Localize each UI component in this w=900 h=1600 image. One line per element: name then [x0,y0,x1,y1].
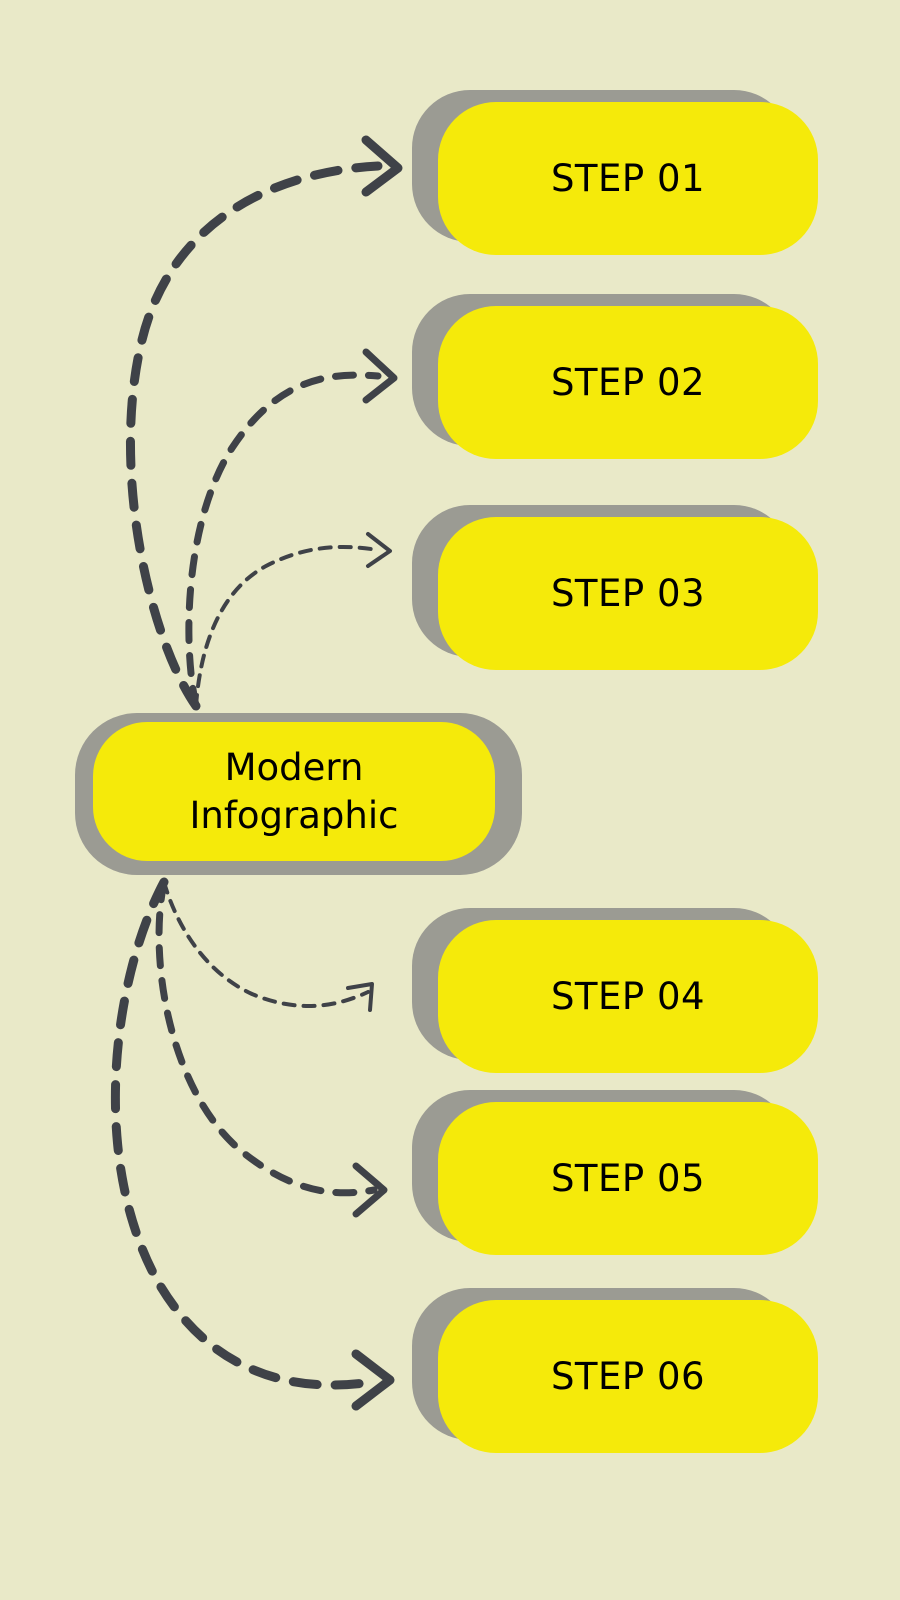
step-card-body[interactable]: STEP 05 [438,1102,818,1255]
center-node-label: Modern Infographic [189,746,399,837]
step-card-body[interactable]: STEP 03 [438,517,818,670]
step-card-body[interactable]: STEP 06 [438,1300,818,1453]
arrow-to-step-05 [155,878,388,1218]
center-node[interactable]: Modern Infographic [75,713,522,875]
step-label: STEP 03 [550,572,706,615]
step-label: STEP 01 [550,157,706,200]
arrow-to-step-03 [194,532,392,708]
step-label: STEP 05 [550,1157,706,1200]
arrow-to-step-06 [110,877,395,1411]
step-label: STEP 02 [550,361,706,404]
step-label: STEP 04 [550,975,706,1018]
step-label: STEP 06 [550,1355,706,1398]
arrow-to-step-04 [162,880,374,1012]
center-node-body[interactable]: Modern Infographic [93,722,495,861]
step-card-body[interactable]: STEP 02 [438,306,818,459]
arrow-to-step-01 [125,135,403,711]
step-card-body[interactable]: STEP 04 [438,920,818,1073]
arrow-to-step-02 [185,348,398,710]
step-card-body[interactable]: STEP 01 [438,102,818,255]
